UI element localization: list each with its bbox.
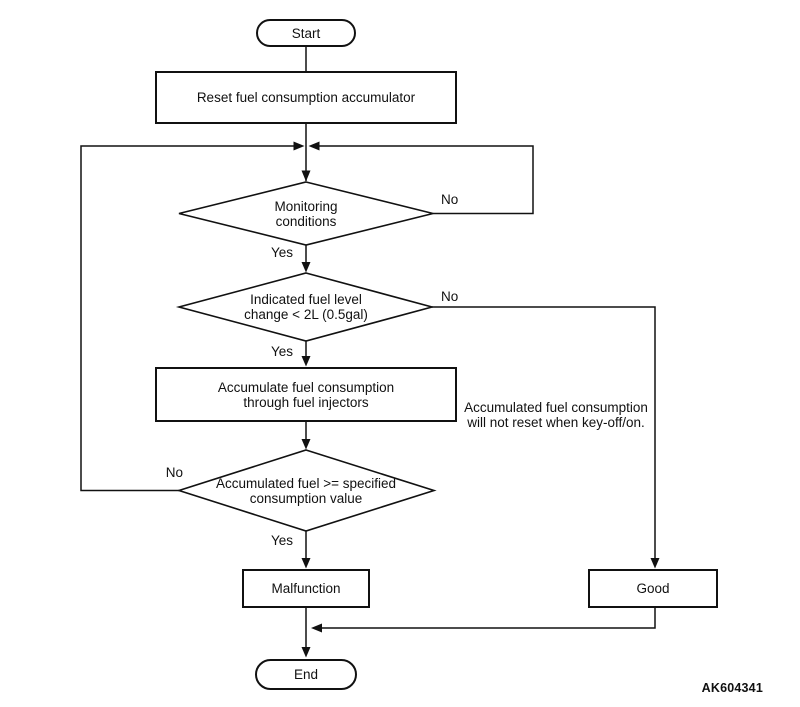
process-malfunction-label: Malfunction bbox=[271, 581, 341, 596]
process-accumulate-label-line1: Accumulate fuel consumption bbox=[217, 379, 395, 395]
branch-label-threshold-yes: Yes bbox=[270, 533, 293, 548]
arrowhead-good-into-merge bbox=[311, 623, 322, 633]
terminator-start-label: Start bbox=[291, 25, 321, 41]
terminator-start: Start bbox=[256, 19, 356, 47]
edge-monitoring-no-loop bbox=[319, 145, 534, 215]
process-accumulate-fuel-consumption: Accumulate fuel consumption through fuel… bbox=[155, 367, 457, 422]
arrowhead-into-malfunction bbox=[301, 558, 311, 569]
arrowhead-into-monitoring bbox=[301, 170, 311, 182]
arrowhead-into-fuel-level bbox=[301, 262, 311, 273]
branch-label-threshold-no: No bbox=[165, 465, 183, 480]
process-good-label: Good bbox=[636, 581, 670, 596]
figure-code: AK604341 bbox=[701, 681, 763, 695]
annotation-line2: will not reset when key-off/on. bbox=[467, 415, 645, 430]
process-reset-label: Reset fuel consumption accumulator bbox=[196, 90, 416, 105]
arrowhead-into-end bbox=[301, 647, 311, 658]
annotation-line1: Accumulated fuel consumption bbox=[464, 400, 648, 415]
process-accumulate-label-line2: through fuel injectors bbox=[243, 394, 369, 410]
arrowhead-into-accumulate bbox=[301, 356, 311, 367]
arrowhead-into-threshold bbox=[301, 439, 311, 450]
decision-fuel-level-change-shape bbox=[175, 272, 436, 342]
edge-good-to-end-merge bbox=[322, 608, 656, 629]
edge-fuel-level-no bbox=[432, 306, 656, 558]
process-malfunction: Malfunction bbox=[242, 569, 370, 608]
branch-label-fuel-level-no: No bbox=[441, 289, 459, 304]
process-good: Good bbox=[588, 569, 718, 608]
branch-label-fuel-level-yes: Yes bbox=[270, 344, 293, 359]
process-reset-fuel-accumulator: Reset fuel consumption accumulator bbox=[155, 71, 457, 124]
decision-monitoring-conditions-shape bbox=[178, 181, 434, 246]
branch-label-monitoring-yes: Yes bbox=[270, 245, 293, 260]
edge-threshold-no-loop bbox=[80, 145, 294, 492]
arrowhead-into-good bbox=[650, 558, 660, 569]
arrowhead-merge-from-right bbox=[308, 141, 320, 151]
annotation-accumulator-persistence: Accumulated fuel consumption will not re… bbox=[455, 400, 657, 430]
terminator-end-label: End bbox=[293, 667, 319, 682]
decision-accumulated-fuel-shape bbox=[176, 449, 437, 532]
terminator-end: End bbox=[255, 659, 357, 690]
branch-label-monitoring-no: No bbox=[441, 192, 459, 207]
arrowhead-merge-from-left bbox=[293, 141, 305, 151]
